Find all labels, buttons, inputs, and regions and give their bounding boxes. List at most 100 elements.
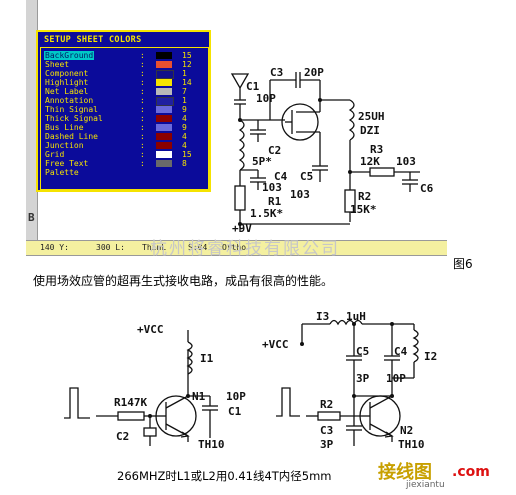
color-swatch <box>156 97 174 106</box>
label-c1-10p: 10P <box>226 390 246 403</box>
status-ortho: Ortho <box>222 243 247 252</box>
label-c6: C6 <box>420 182 434 195</box>
setup-sheet-colors-dialog[interactable]: SETUP SHEET COLORS BackGround : 15 Sheet… <box>36 30 211 192</box>
color-item-palette[interactable]: Palette <box>44 168 204 177</box>
label-12k: 12K <box>360 155 380 168</box>
color-swatch <box>156 70 174 79</box>
figure-label: 图6 <box>453 257 473 271</box>
schematic-top <box>230 72 420 232</box>
site-logo: 接线图 .com jiexiantu <box>376 456 514 494</box>
color-item-free-text[interactable]: Free Text : 8 <box>45 159 187 168</box>
label-th10-right: TH10 <box>398 438 425 451</box>
color-swatch <box>156 88 172 95</box>
label-i1: I1 <box>200 352 214 365</box>
color-item-label: Annotation <box>45 96 94 105</box>
status-bar: 140 Y: 300 L: ThinL S:04 Ortho <box>26 240 447 256</box>
color-list: BackGround : 15 Sheet : 12 Component : 1… <box>40 47 209 190</box>
dialog-title: SETUP SHEET COLORS <box>44 35 142 45</box>
label-10p: 10P <box>256 92 276 105</box>
label-c2-left: C2 <box>116 430 130 443</box>
label-c4-right: C4 <box>394 345 408 358</box>
watermark-text: 杭州将睿科技有限公司 <box>150 239 340 259</box>
color-value: 4 <box>182 132 187 141</box>
label-c6-103: 103 <box>396 155 416 168</box>
label-c5-103: 103 <box>290 188 310 201</box>
label-c5: C5 <box>300 170 314 183</box>
color-swatch <box>156 61 172 68</box>
color-item-dashed-line[interactable]: Dashed Line : 4 <box>45 132 187 141</box>
label-dzi: DZI <box>360 124 380 137</box>
color-item-component[interactable]: Component : 1 <box>45 69 187 79</box>
color-item-junction[interactable]: Junction : 4 <box>45 141 187 150</box>
label-r1-47k: R147K <box>114 396 148 409</box>
color-item-annotation[interactable]: Annotation : 1 <box>45 96 187 106</box>
logo-subtext: jiexiantu <box>406 480 445 490</box>
label-plus-9v: +9V <box>232 222 252 235</box>
logo-main-text: 接线图 <box>378 462 432 483</box>
figure-caption: 使用场效应管的超再生式接收电路，成品有很高的性能。 <box>33 274 334 288</box>
status-mode: ThinL <box>142 243 167 252</box>
color-value: 8 <box>182 159 187 168</box>
color-item-label: Palette <box>45 168 79 177</box>
color-value: 14 <box>182 78 192 87</box>
color-item-label: Bus Line <box>45 123 84 132</box>
status-y: 140 Y: <box>40 243 69 252</box>
schematic-top-labels: C1 10P C3 20P C2 5P* C4 103 C5 103 R1 1.… <box>232 66 434 235</box>
color-value: 4 <box>182 141 187 150</box>
color-swatch <box>156 151 172 158</box>
label-n1: N1 <box>192 390 206 403</box>
label-r1: R1 <box>268 195 282 208</box>
label-i3: I3 <box>316 310 330 323</box>
color-item-grid[interactable]: Grid : 15 <box>45 150 192 159</box>
label-1uh: 1uH <box>346 310 366 323</box>
label-3p-c3: 3P <box>320 438 334 451</box>
color-item-thin-signal[interactable]: Thin Signal : 9 <box>45 105 187 114</box>
label-r2: R2 <box>358 190 372 203</box>
schematic-bottom <box>64 319 419 446</box>
color-item-label: Net Label <box>45 87 89 96</box>
color-value: 7 <box>182 87 187 96</box>
label-r2-right: R2 <box>320 398 334 411</box>
label-3p-c5: 3P <box>356 372 370 385</box>
color-value: 15 <box>182 51 192 60</box>
color-item-sheet[interactable]: Sheet : 12 <box>45 60 192 69</box>
label-c4: C4 <box>274 170 288 183</box>
color-swatch <box>156 79 172 86</box>
color-item-background[interactable]: BackGround : 15 <box>44 51 192 60</box>
color-value: 15 <box>182 150 192 159</box>
label-10p-c4: 10P <box>386 372 406 385</box>
label-15k: 15K* <box>350 203 377 216</box>
color-item-thick-signal[interactable]: Thick Signal : 4 <box>45 114 187 123</box>
label-c3-right: C3 <box>320 424 334 437</box>
label-r3: R3 <box>370 143 384 156</box>
ruler-letter: B <box>28 211 35 224</box>
color-swatch <box>156 124 172 131</box>
label-c2: C2 <box>268 144 282 157</box>
label-vcc-left: +VCC <box>137 323 164 336</box>
label-c1: C1 <box>246 80 260 93</box>
color-swatch <box>156 160 172 167</box>
color-item-label: Thick Signal <box>45 114 103 123</box>
color-item-label: Component <box>45 69 89 78</box>
color-item-highlight[interactable]: Highlight : 14 <box>45 78 192 87</box>
status-len: 300 L: <box>96 243 125 252</box>
label-25uh: 25UH <box>358 110 385 123</box>
label-th10-left: TH10 <box>198 438 225 451</box>
label-c3: C3 <box>270 66 284 79</box>
color-item-label: Grid <box>45 150 65 159</box>
label-c1-left: C1 <box>228 405 242 418</box>
color-value: 12 <box>182 60 192 69</box>
coil-note: 266MHZ时L1或L2用0.41线4T内径5mm <box>117 469 332 483</box>
color-value: 4 <box>182 114 187 123</box>
label-c5-right: C5 <box>356 345 370 358</box>
color-item-label: BackGround <box>44 51 95 60</box>
color-value: 9 <box>182 123 187 132</box>
color-item-label: Dashed Line <box>45 132 98 141</box>
color-item-bus-line[interactable]: Bus Line : 9 <box>45 123 187 132</box>
color-item-label: Free Text <box>45 159 89 168</box>
label-c4-103: 103 <box>262 181 282 194</box>
color-value: 9 <box>182 105 187 114</box>
color-item-net-label[interactable]: Net Label : 7 <box>45 87 187 96</box>
color-swatch <box>156 115 172 122</box>
